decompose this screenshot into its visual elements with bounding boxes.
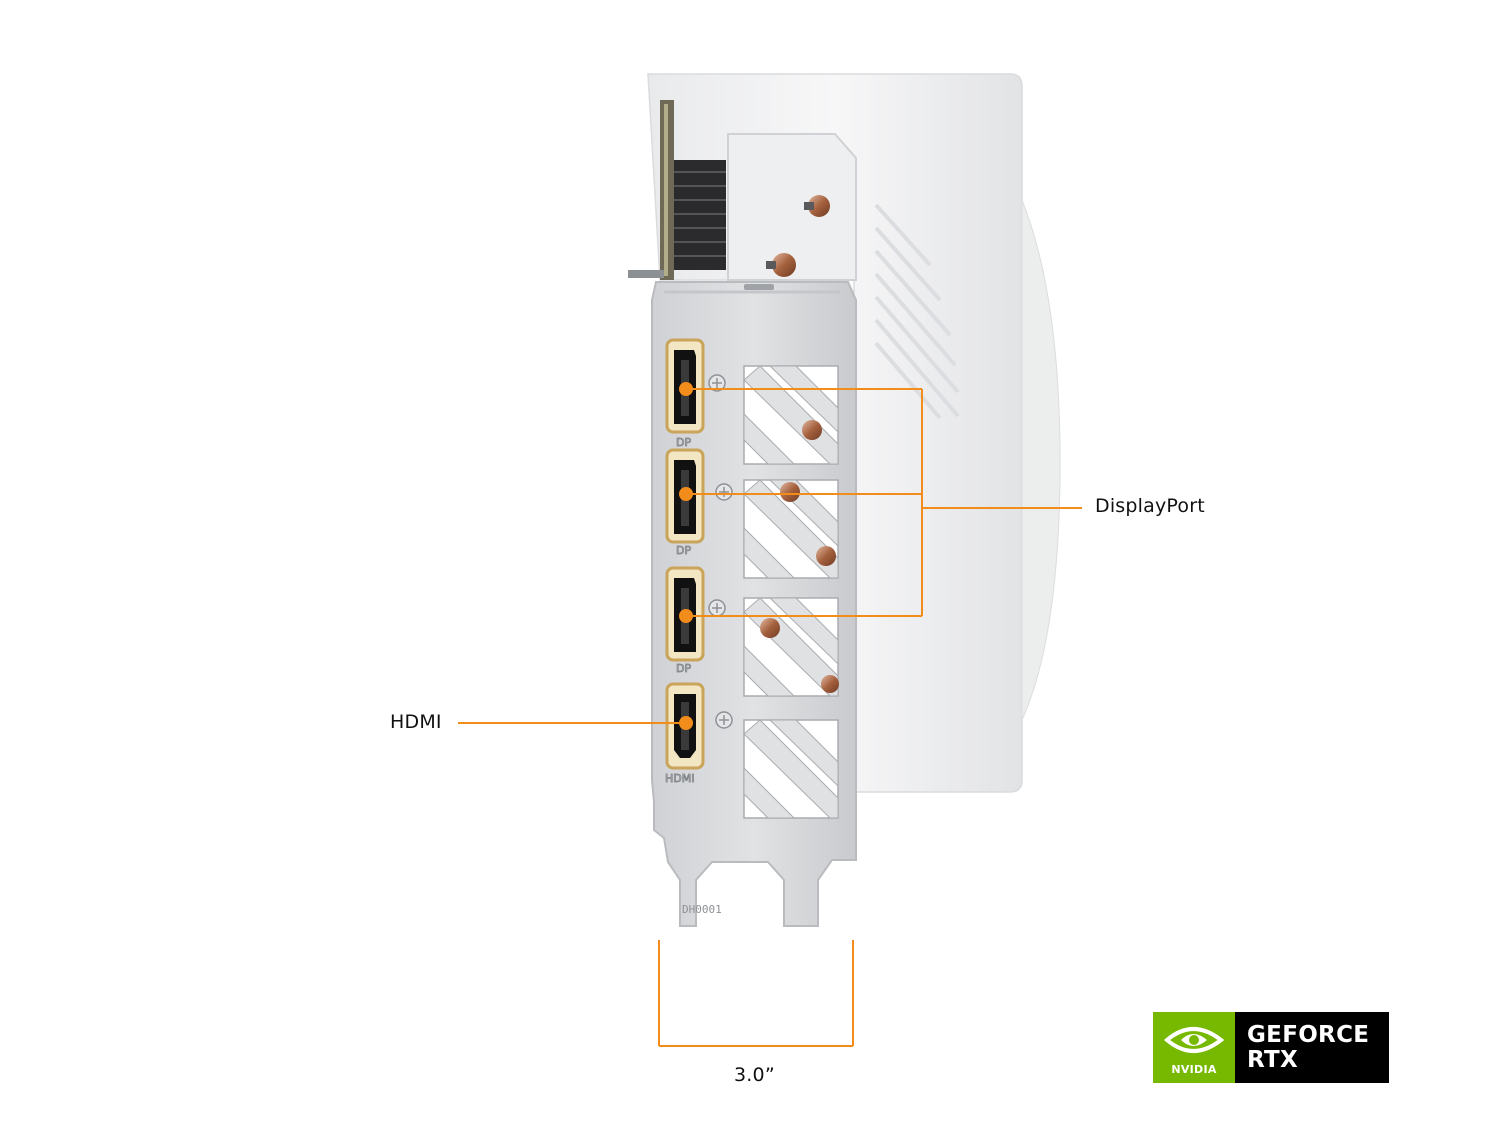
hdmi-callout-line <box>458 716 693 730</box>
badge-line-geforce: GEFORCE <box>1247 1021 1370 1048</box>
badge-text: GEFORCE RTX <box>1235 1012 1389 1083</box>
dp-marking-2: DP <box>676 544 691 557</box>
pcb-edge <box>628 100 674 280</box>
hdmi-label: HDMI <box>390 711 442 733</box>
dp-marking-1: DP <box>676 436 691 449</box>
copper-heatpipes-visible <box>760 420 839 693</box>
nvidia-wordmark: NVIDIA <box>1171 1063 1217 1076</box>
heatsink-fins <box>674 133 857 281</box>
width-dimension-label: 3.0” <box>734 1064 775 1086</box>
heatpipe-screws <box>766 195 830 277</box>
nvidia-eye-icon <box>1163 1027 1225 1053</box>
badge-line-rtx: RTX <box>1247 1046 1298 1073</box>
geforce-rtx-badge: NVIDIA GEFORCE RTX <box>1153 1012 1389 1083</box>
hdmi-marking: HDMI <box>665 772 694 785</box>
displayport-callout-lines <box>686 388 1082 617</box>
bracket-code: DH0001 <box>682 903 722 916</box>
displayport-label: DisplayPort <box>1095 495 1205 517</box>
displayport-callout-dots <box>679 382 693 623</box>
nvidia-logo: NVIDIA <box>1153 1012 1235 1083</box>
dp-marking-3: DP <box>676 662 691 675</box>
width-dimension-bracket <box>658 940 854 1047</box>
